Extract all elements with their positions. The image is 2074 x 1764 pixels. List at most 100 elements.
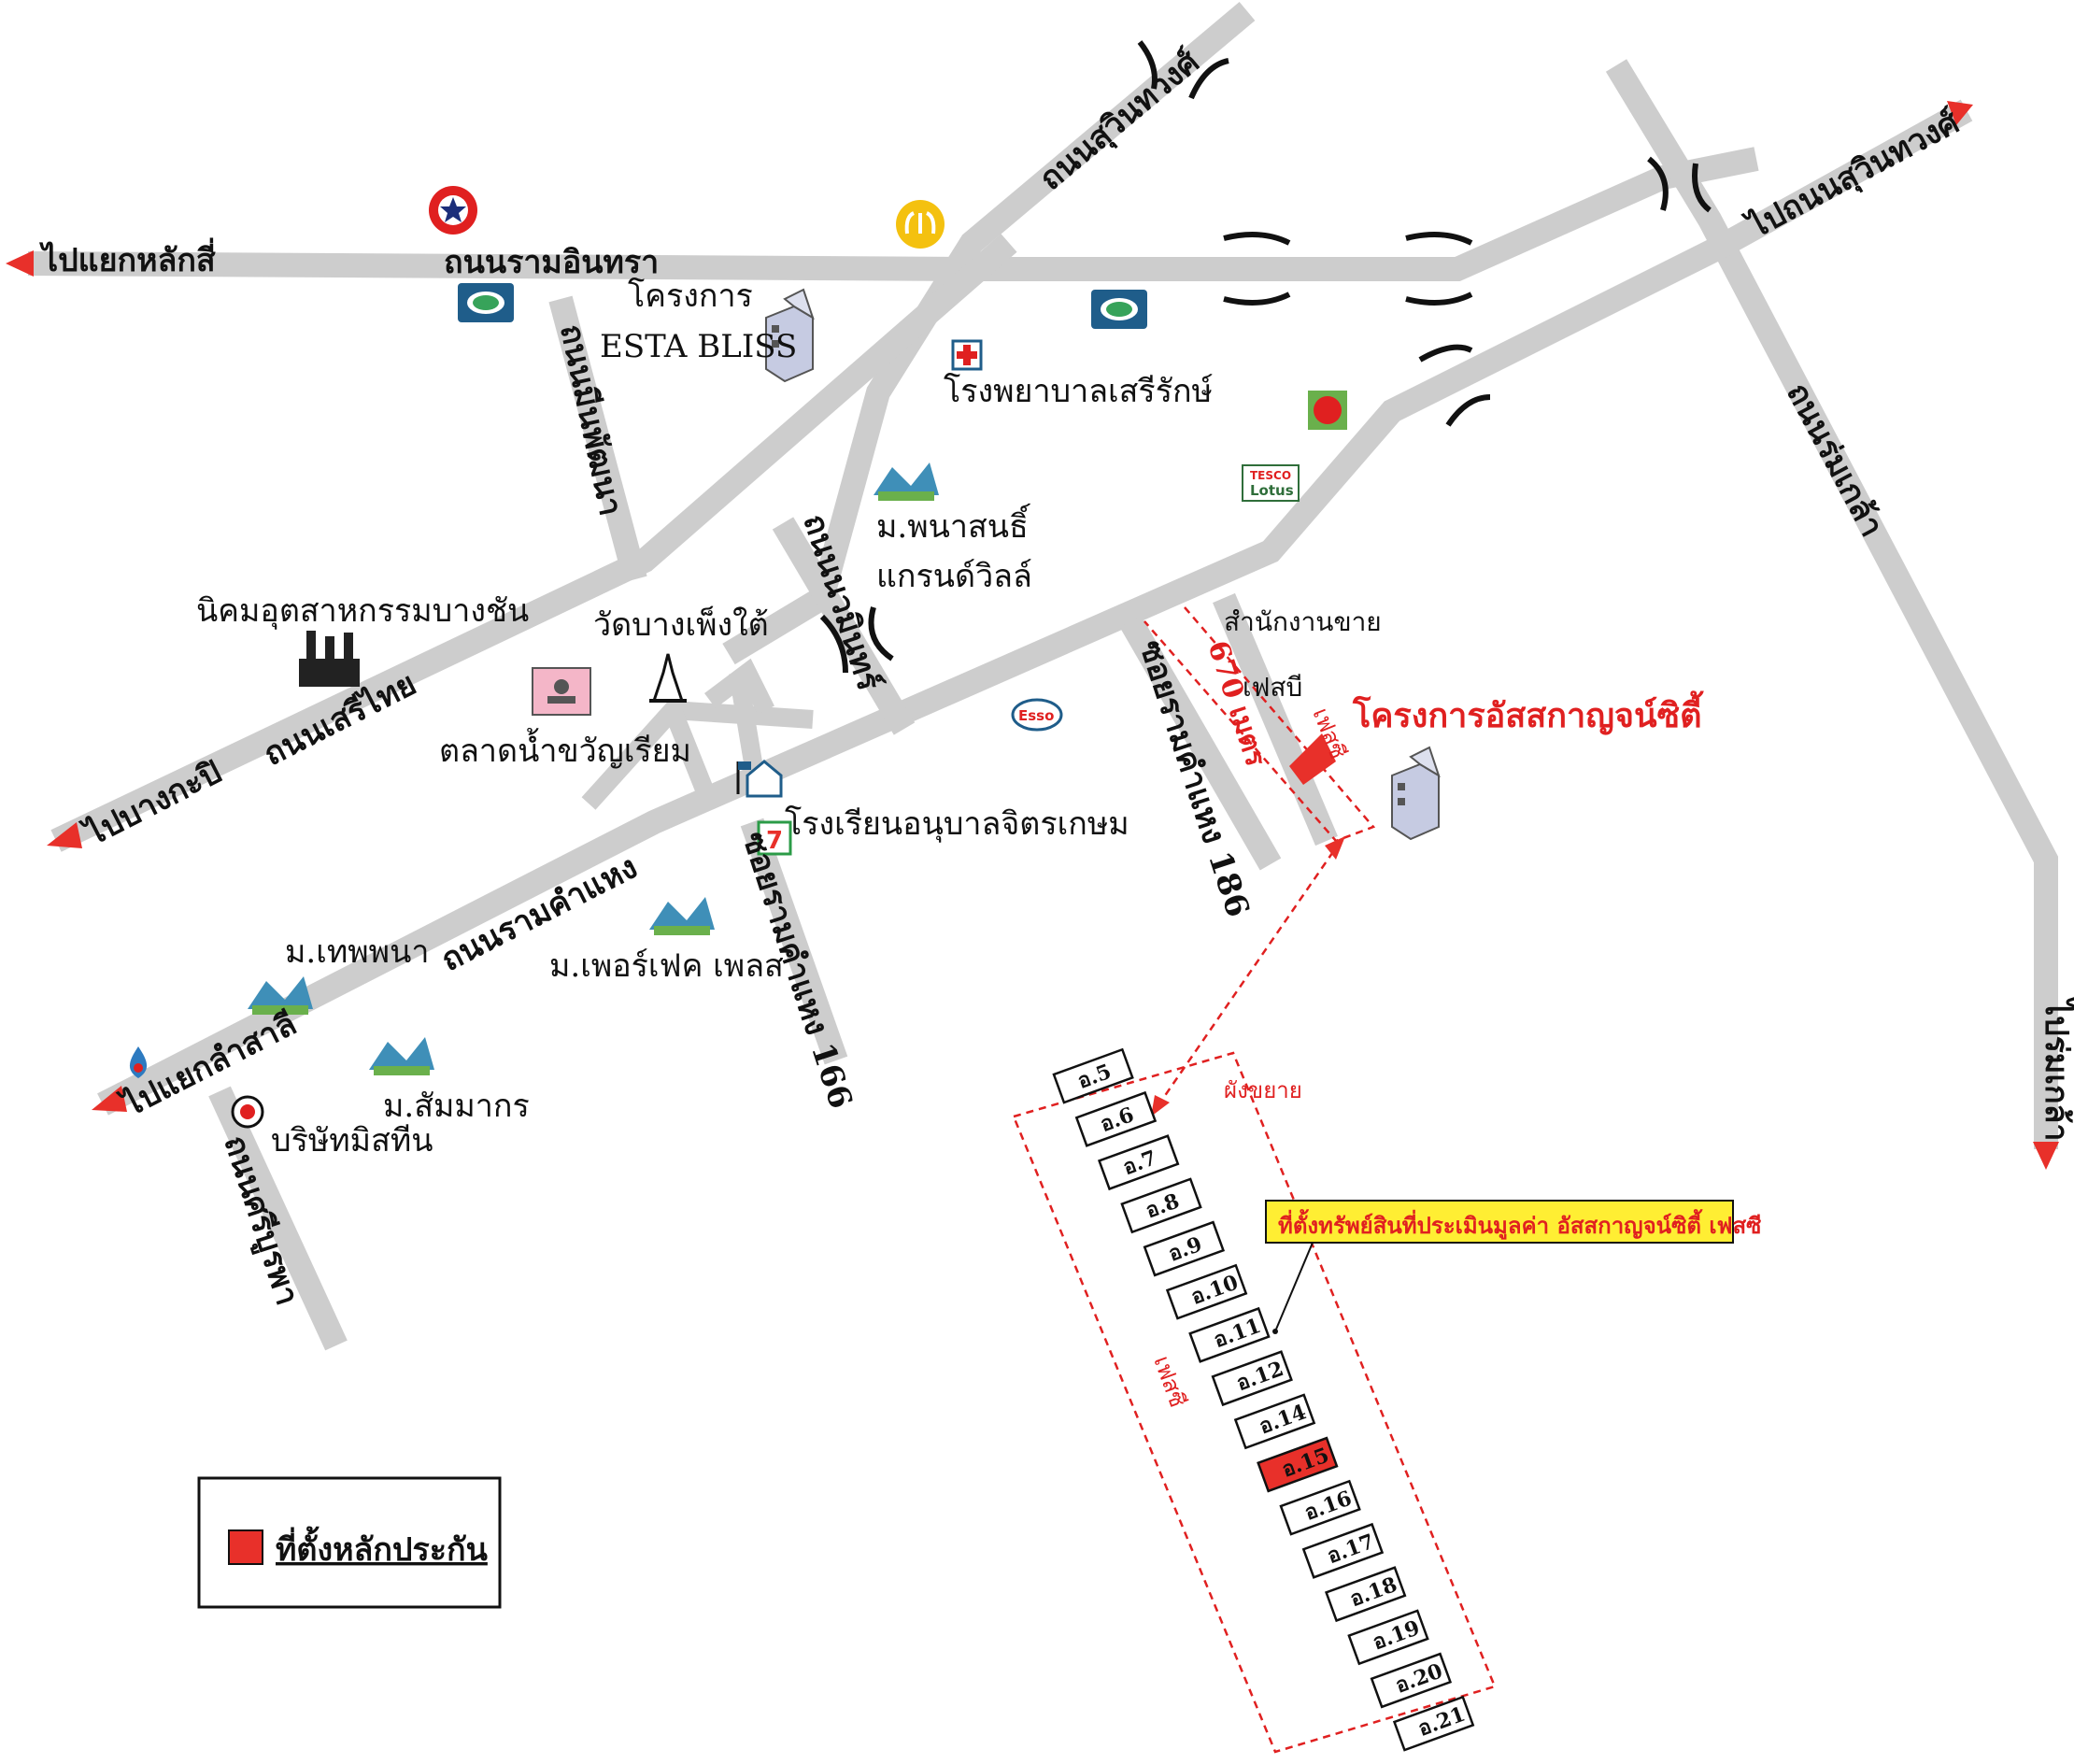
lot-box bbox=[1165, 1263, 1248, 1320]
tesco-icon: TESCO Lotus bbox=[1242, 464, 1300, 502]
caltex-icon bbox=[429, 186, 477, 235]
building-icon bbox=[765, 288, 815, 383]
enlarged-plan: อ.5อ.6อ.7อ.8อ.9อ.10อ.11อ.12อ.14อ.15อ.16อ… bbox=[1012, 1047, 1761, 1754]
market-icon bbox=[532, 667, 591, 716]
label-phase-c-plan: เฟสซี bbox=[1148, 1352, 1191, 1410]
label-plan: ผังขยาย bbox=[1224, 1077, 1302, 1103]
lot-box bbox=[1120, 1177, 1202, 1234]
label-sammakorn: ม.สัมมากร bbox=[383, 1088, 530, 1125]
lot-box bbox=[1257, 1436, 1339, 1493]
label-esta-1: โครงการ bbox=[628, 277, 753, 315]
lot-8: อ.14 bbox=[1233, 1393, 1316, 1450]
lot-11: อ.17 bbox=[1301, 1522, 1385, 1579]
lot-0: อ.5 bbox=[1052, 1047, 1134, 1104]
bank-leaf-icon bbox=[1091, 290, 1147, 329]
bigc-icon bbox=[1308, 391, 1347, 430]
school-icon bbox=[736, 760, 783, 798]
temple-icon bbox=[649, 653, 687, 703]
esso-icon: Esso bbox=[1011, 698, 1063, 732]
village-icon bbox=[649, 897, 715, 935]
label-mitsathin: บริษัทมิสทีน bbox=[271, 1122, 433, 1159]
seven-eleven-icon: 7 bbox=[757, 820, 792, 856]
callout-text: ที่ตั้งทรัพย์สินที่ประเมินมูลค่า อัสสกาญ… bbox=[1278, 1208, 1761, 1240]
lot-box bbox=[1392, 1695, 1475, 1752]
lot-box bbox=[1301, 1522, 1385, 1579]
lot-box bbox=[1052, 1047, 1134, 1104]
lot-1: อ.6 bbox=[1074, 1090, 1158, 1147]
lot-4: อ.9 bbox=[1143, 1220, 1226, 1277]
label-to-romklao: ไปร่มเกล้า bbox=[2038, 997, 2074, 1142]
labels: ไปแยกหลักสี่ ถนนรามอินทรา ถนนสุวินทวงศ์ … bbox=[39, 43, 2074, 1411]
label-hospital: โรงพยาบาลเสรีรักษ์ bbox=[944, 373, 1213, 410]
lot-14: อ.20 bbox=[1370, 1652, 1453, 1709]
label-to-laksi: ไปแยกหลักสี่ bbox=[39, 237, 216, 279]
road-ramkhamhaeng bbox=[97, 99, 1973, 1116]
lot-6: อ.11 bbox=[1188, 1306, 1271, 1363]
esso-label: Esso bbox=[1018, 707, 1054, 724]
lot-2: อ.7 bbox=[1097, 1134, 1180, 1191]
road-romklao bbox=[1605, 59, 2058, 1149]
lot-list: อ.5อ.6อ.7อ.8อ.9อ.10อ.11อ.12อ.14อ.15อ.16อ… bbox=[1052, 1047, 1475, 1752]
road-mintpattana bbox=[772, 517, 916, 735]
lot-box bbox=[1097, 1134, 1180, 1191]
ptt-icon bbox=[129, 1046, 148, 1078]
arrow-to-bangkapi bbox=[47, 822, 82, 848]
label-esta-2: ESTA BLISS bbox=[600, 328, 797, 365]
road-network bbox=[27, 2, 2058, 1351]
road-lamsali-south bbox=[208, 1086, 348, 1351]
label-suwinthawong: ถนนสุวินทวงศ์ bbox=[1032, 43, 1207, 199]
lot-13: อ.19 bbox=[1347, 1609, 1429, 1666]
road-ramintra bbox=[27, 147, 1759, 281]
bank-leaf-icon bbox=[458, 283, 514, 322]
label-school: โรงเรียนอนุบาลจิตรเกษม bbox=[785, 805, 1129, 843]
callout-box bbox=[1265, 1200, 1734, 1244]
label-romklao: ถนนร่มเกล้า bbox=[1779, 377, 1891, 543]
label-project-red: โครงการอัสสกาญจน์ซิตี้ bbox=[1352, 690, 1704, 735]
legend-swatch bbox=[228, 1529, 263, 1565]
road-phase-b bbox=[1213, 592, 1338, 846]
lot-box bbox=[1074, 1090, 1158, 1147]
road-wat-crossing bbox=[548, 295, 647, 583]
label-to-suwinthawong: ไปถนนสุวินทวงศ์ bbox=[1740, 103, 1966, 248]
road-suwinthawong bbox=[722, 2, 1256, 665]
label-sales-office: สำนักงานขาย bbox=[1224, 606, 1382, 637]
lot-box bbox=[1279, 1479, 1361, 1536]
plan-outline bbox=[1012, 1051, 1497, 1754]
road-serithai bbox=[50, 234, 1017, 852]
label-floating-market: ตลาดน้ำขวัญเรียม bbox=[439, 728, 691, 770]
label-ramintra: ถนนรามอินทรา bbox=[444, 244, 659, 281]
label-to-bangkapi: ไปบางกะปิ bbox=[78, 752, 228, 854]
lot-box bbox=[1347, 1609, 1429, 1666]
lot-box bbox=[1143, 1220, 1226, 1277]
plan-leader bbox=[1152, 840, 1342, 1113]
arrow-to-lamsali bbox=[92, 1086, 127, 1112]
lot-5: อ.10 bbox=[1165, 1263, 1248, 1320]
label-perfect-place: ม.เพอร์เฟค เพลส bbox=[549, 947, 784, 985]
arrow-to-laksi bbox=[6, 250, 34, 277]
lot-box bbox=[1324, 1566, 1407, 1623]
project-red-marker bbox=[1289, 733, 1336, 785]
village-icon bbox=[248, 976, 313, 1015]
bridges bbox=[819, 40, 1712, 674]
lot-3: อ.8 bbox=[1120, 1177, 1202, 1234]
tesco-label: TESCO bbox=[1250, 469, 1291, 482]
lot-box bbox=[1233, 1393, 1316, 1450]
lot-15: อ.21 bbox=[1392, 1695, 1475, 1752]
callout-leader bbox=[1274, 1242, 1314, 1332]
road-soi-186 bbox=[1119, 615, 1282, 871]
hospital-icon bbox=[951, 339, 983, 371]
label-phase-b: เฟสบี bbox=[1243, 672, 1302, 703]
village-icon bbox=[369, 1037, 434, 1075]
lot-box bbox=[1188, 1306, 1271, 1363]
arrow-to-suwinthawong bbox=[1947, 101, 1973, 125]
lot-box bbox=[1211, 1350, 1293, 1407]
label-thepphana: ม.เทพพนา bbox=[285, 933, 429, 971]
svg-text:7: 7 bbox=[766, 827, 783, 855]
legend-text: ที่ตั้งหลักประกัน bbox=[276, 1526, 488, 1569]
lot-9: อ.15 bbox=[1257, 1436, 1339, 1493]
label-panasanti-2: แกรนด์วิลล์ bbox=[876, 558, 1032, 595]
lot-12: อ.18 bbox=[1324, 1566, 1407, 1623]
lot-7: อ.12 bbox=[1211, 1350, 1293, 1407]
factory-icon bbox=[299, 631, 360, 687]
